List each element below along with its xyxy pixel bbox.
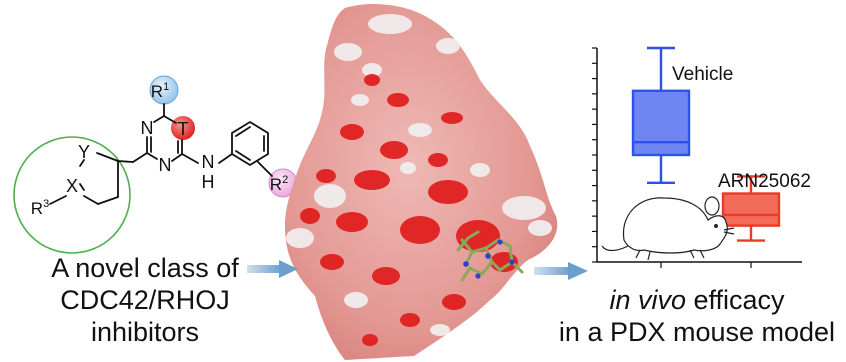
ring-highlight-circle: [13, 136, 131, 254]
t-atom-highlight: [171, 116, 195, 140]
caption-left-line-2: CDC42/RHOJ: [60, 285, 230, 315]
arrow-to-chart: [534, 262, 588, 280]
arrow-to-protein: [247, 260, 298, 278]
r3-label: R3: [31, 198, 49, 218]
atom-h-nh: H: [202, 172, 215, 192]
y-ticks: [592, 47, 597, 263]
box-series: [631, 46, 781, 242]
ligand-sticks: [456, 230, 524, 282]
atom-x: X: [66, 176, 78, 196]
caption-right-rest: efficacy: [685, 285, 785, 315]
caption-left-line-3: inhibitors: [90, 317, 200, 347]
protein-surface-image: [284, 4, 558, 360]
box-plot-chart: Vehicle ARN25062: [592, 46, 811, 268]
caption-left: A novel class of CDC42/RHOJ inhibitors: [10, 252, 280, 348]
mouse-icon: [601, 196, 735, 261]
box-iqr: [631, 89, 691, 157]
series-label-arn25062: ARN25062: [718, 171, 811, 192]
atom-t: T: [178, 119, 189, 139]
caption-right: in vivo efficacy in a PDX mouse model: [548, 284, 846, 348]
atom-n-nh: N: [202, 152, 215, 172]
box-arn25062: [721, 175, 781, 242]
series-label-vehicle: Vehicle: [672, 64, 733, 85]
r2-label: R2: [270, 174, 288, 194]
atom-y: Y: [78, 142, 90, 162]
box-iqr: [721, 192, 781, 227]
atom-n-top: N: [141, 118, 154, 138]
r1-label: R1: [151, 81, 169, 101]
caption-right-italic: in vivo: [609, 285, 686, 315]
caption-right-line-2: in a PDX mouse model: [558, 317, 836, 347]
atom-n-bottom: N: [159, 155, 172, 175]
x-ticks: [660, 262, 752, 268]
caption-right-line-1: in vivo efficacy: [548, 284, 846, 316]
caption-left-line-1: A novel class of: [51, 253, 239, 283]
chemical-structure: N T N N H Y X R1 R2 R3: [13, 75, 298, 254]
box-vehicle: [631, 46, 691, 185]
